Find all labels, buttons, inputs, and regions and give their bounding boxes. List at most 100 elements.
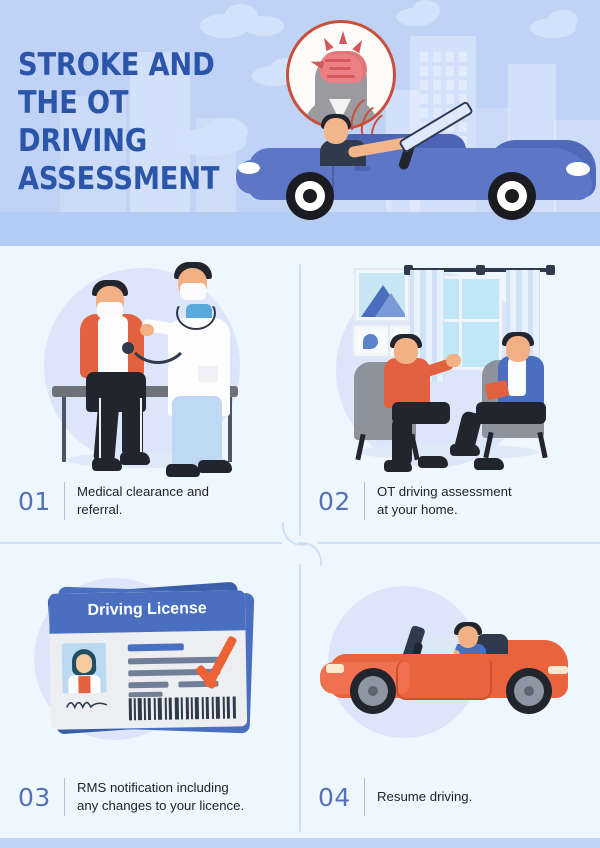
panel-divider-horizontal <box>318 542 600 544</box>
caption-divider <box>64 482 65 520</box>
client-shoe <box>384 460 412 472</box>
client-body <box>384 358 430 408</box>
patient-face-mask <box>97 302 123 318</box>
step-text: RMS notification including any changes t… <box>77 780 245 813</box>
step-number: 04 <box>318 782 351 812</box>
stethoscope-tube <box>124 314 192 364</box>
client-head <box>394 338 418 364</box>
window-sash <box>423 319 499 322</box>
step-4-caption: 04 Resume driving. <box>318 778 588 816</box>
caption-divider <box>364 778 365 816</box>
leaf-shape <box>363 334 378 349</box>
wall-art-image <box>359 273 405 317</box>
therapist-shoe <box>450 444 480 456</box>
pants-stripe <box>140 398 142 454</box>
checkmark-icon <box>200 634 234 692</box>
driving-license-card: Driving License <box>48 590 248 730</box>
car-wheel <box>506 668 552 714</box>
license-field-line <box>127 643 184 652</box>
doctor-shoe <box>198 460 232 473</box>
patient-shoe <box>120 452 150 465</box>
taillight <box>566 162 590 176</box>
blue-convertible-illustration <box>236 100 596 230</box>
lab-coat-pocket <box>198 366 218 382</box>
driver-head <box>458 626 478 648</box>
step-number: 02 <box>318 486 351 516</box>
step-1-caption: 01 Medical clearance and referral. <box>18 482 288 520</box>
driver-head <box>324 118 348 144</box>
therapist-shirt <box>508 358 526 396</box>
headlight <box>326 664 344 673</box>
step-number: 01 <box>18 486 51 516</box>
step-panel-2: 02 OT driving assessment at your home. <box>300 246 600 542</box>
patient-shoe <box>92 458 122 471</box>
wall-art-image <box>357 329 385 353</box>
floor-shadow <box>358 444 538 460</box>
panel-divider-vertical <box>299 564 301 832</box>
therapist-shoe <box>474 458 504 470</box>
step-2-caption: 02 OT driving assessment at your home. <box>318 482 588 520</box>
panel-divider-vertical <box>299 264 301 536</box>
photo-shirt <box>78 676 91 694</box>
curtain-rod-cap <box>404 265 413 275</box>
step-4-illustration <box>300 542 600 780</box>
license-title: Driving License <box>87 599 207 620</box>
license-signature <box>66 701 108 710</box>
lightning-bolt-icon <box>339 31 347 44</box>
doctor-face-mask <box>180 283 206 300</box>
step-text: Medical clearance and referral. <box>77 484 209 517</box>
license-field-line <box>128 691 163 698</box>
step-2-illustration <box>300 246 600 484</box>
steps-grid: 01 Medical clearance and referral. <box>0 246 600 838</box>
lightning-bolt-icon <box>320 35 334 52</box>
client-hand <box>446 354 461 367</box>
car-door-handle <box>354 166 370 171</box>
doctor-shoe <box>166 464 200 477</box>
brain-fold <box>329 67 351 70</box>
step-number: 03 <box>18 782 51 812</box>
step-panel-3: Driving License <box>0 542 300 838</box>
taillight <box>548 666 568 674</box>
license-barcode <box>128 696 237 721</box>
lightning-bolt-icon <box>352 37 366 54</box>
photo-face <box>75 653 93 674</box>
chair-leg <box>537 431 548 459</box>
wall-art-landscape <box>354 268 410 322</box>
step-text: Resume driving. <box>377 789 473 804</box>
car-wheel <box>350 668 396 714</box>
step-text: OT driving assessment at your home. <box>377 484 512 517</box>
footer-bar <box>0 838 600 848</box>
car-door-line <box>332 158 334 192</box>
wall-art-small <box>352 324 390 358</box>
mountain-shape <box>375 293 405 317</box>
header-banner: STROKE AND THE OT DRIVING ASSESSMENT <box>0 0 600 246</box>
license-photo <box>61 642 107 694</box>
car-door-line <box>396 660 492 700</box>
step-3-illustration: Driving License <box>0 542 300 780</box>
brain-fold <box>325 59 351 62</box>
client-leg <box>392 418 412 466</box>
step-3-caption: 03 RMS notification including any change… <box>18 778 288 816</box>
table-leg <box>62 396 66 462</box>
panel-divider-horizontal <box>0 542 282 544</box>
page-title: STROKE AND THE OT DRIVING ASSESSMENT <box>18 47 220 197</box>
step-panel-1: 01 Medical clearance and referral. <box>0 246 300 542</box>
table-leg <box>228 396 232 462</box>
cloud-shape <box>412 0 440 22</box>
curtain-rod-cap <box>476 265 485 275</box>
pants-stripe <box>99 398 101 460</box>
cloud-shape <box>548 10 578 30</box>
car-wheel <box>488 172 536 220</box>
step-panel-4: 04 Resume driving. <box>300 542 600 838</box>
doctor-pants <box>172 396 222 470</box>
headlight <box>238 162 260 174</box>
caption-divider <box>64 778 65 816</box>
therapist-head <box>506 336 530 362</box>
curtain-rod-cap <box>546 265 555 275</box>
caption-divider <box>364 482 365 520</box>
cloud-shape <box>244 16 284 36</box>
license-field-line <box>128 681 169 689</box>
brain-fold <box>327 75 355 78</box>
cloud-shape <box>204 118 248 146</box>
